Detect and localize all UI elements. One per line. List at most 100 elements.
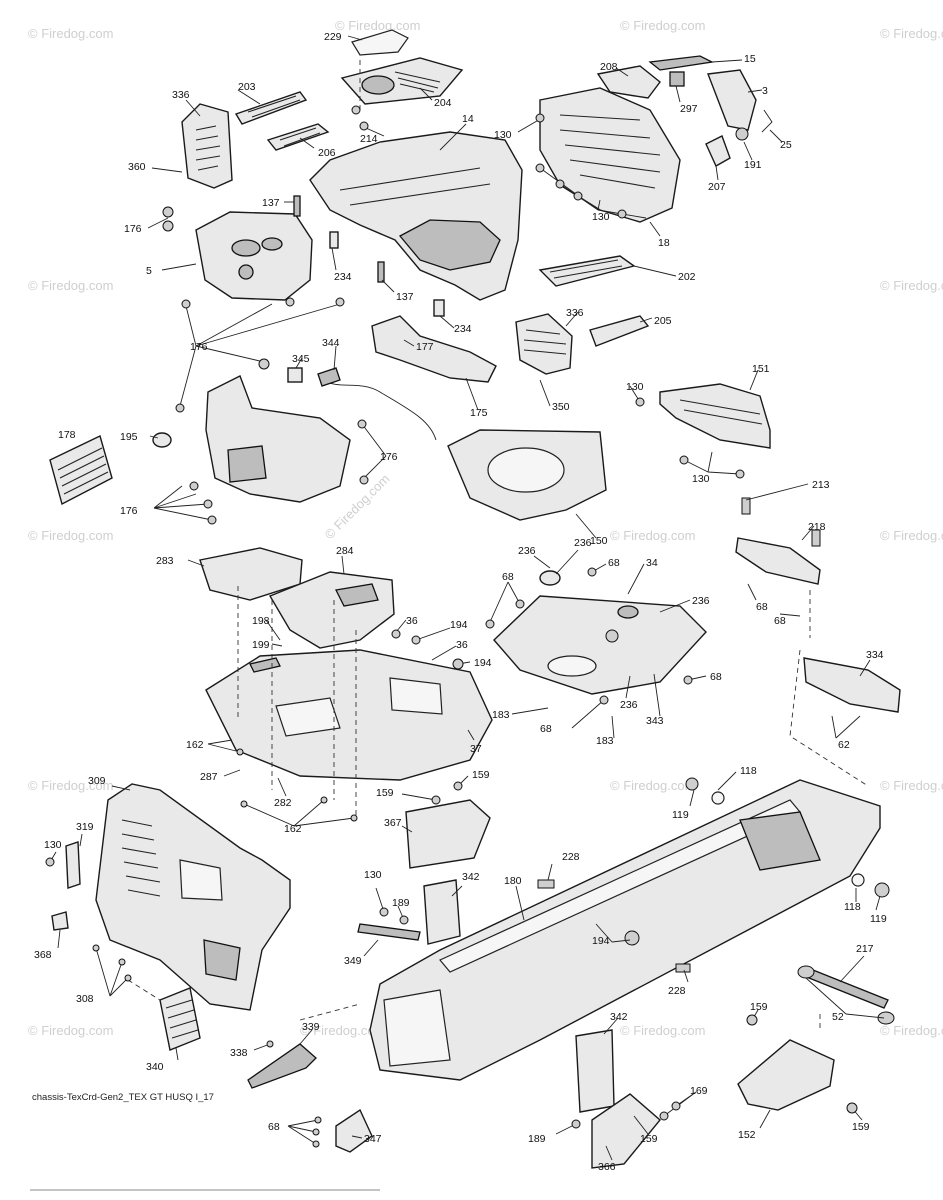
label-68-e: 68	[710, 671, 722, 683]
label-228-b: 228	[668, 985, 686, 997]
label-343: 343	[646, 715, 664, 727]
label-236-a: 236	[518, 545, 536, 557]
label-345: 345	[292, 353, 310, 365]
label-119-b: 119	[870, 913, 887, 925]
label-152: 152	[738, 1129, 756, 1141]
part-18-front-grille	[539, 87, 681, 223]
label-68-b: 68	[774, 615, 786, 627]
part-199-grommet	[249, 657, 281, 673]
part-3-side-panel	[707, 69, 757, 131]
label-68-a: 68	[756, 601, 768, 613]
part-202-lower-grille	[538, 255, 636, 287]
label-336-left: 336	[172, 89, 190, 101]
svg-text:© Firedog.com: © Firedog.com	[610, 528, 695, 543]
label-309: 309	[88, 775, 106, 787]
label-199: 199	[252, 639, 270, 651]
part-5-dash	[195, 211, 313, 301]
label-118-b: 118	[844, 901, 861, 913]
part-191-clip	[735, 127, 749, 141]
part-number-labels: 229 204 203 336 214 206 14 360 137 176 5…	[34, 31, 887, 1173]
part-137-pin-upper	[293, 195, 301, 217]
label-218: 218	[808, 521, 826, 533]
label-34: 34	[646, 557, 658, 569]
label-236-c: 236	[692, 595, 710, 607]
label-350: 350	[552, 401, 570, 413]
label-334: 334	[866, 649, 884, 661]
label-236-d: 236	[620, 699, 638, 711]
label-159-a: 159	[472, 769, 490, 781]
label-159-c: 159	[750, 1001, 768, 1013]
part-217-axle-rod	[797, 965, 895, 1025]
label-206: 206	[318, 147, 336, 159]
part-367-bracket	[405, 799, 491, 869]
part-284-seat-pan	[268, 571, 395, 649]
part-152-cover	[737, 1039, 835, 1111]
label-338: 338	[230, 1047, 248, 1059]
label-176-a: 176	[124, 223, 142, 235]
part-150-engine-plate	[447, 429, 607, 521]
part-368-tab	[51, 911, 69, 931]
svg-text:© Firedog.com: © Firedog.com	[28, 778, 113, 793]
label-159-b: 159	[376, 787, 394, 799]
label-367: 367	[384, 817, 402, 829]
label-194-a: 194	[450, 619, 468, 631]
label-213: 213	[812, 479, 830, 491]
part-151-bracket	[659, 383, 771, 449]
fastener-symbols	[45, 105, 858, 1148]
part-336-side-grille-left	[181, 103, 233, 189]
label-119-a: 119	[672, 809, 689, 821]
label-342-b: 342	[610, 1011, 628, 1023]
part-34-mount-plate	[493, 595, 707, 695]
label-282: 282	[274, 797, 292, 809]
part-229-cover	[351, 29, 409, 56]
label-5: 5	[146, 265, 152, 277]
svg-text:© Firedog.com: © Firedog.com	[880, 528, 943, 543]
svg-text:© Firedog.com: © Firedog.com	[880, 26, 943, 41]
part-204-dash-panel	[340, 57, 464, 105]
label-189-b: 189	[528, 1133, 546, 1145]
part-345-switch	[287, 367, 303, 383]
label-52: 52	[832, 1011, 844, 1023]
label-194-c: 194	[592, 935, 610, 947]
label-195: 195	[120, 431, 138, 443]
label-150: 150	[590, 535, 608, 547]
label-368: 368	[34, 949, 52, 961]
part-208-bracket	[596, 65, 661, 99]
part-349-rod	[357, 923, 421, 941]
label-36-a: 36	[406, 615, 418, 627]
label-347: 347	[364, 1133, 382, 1145]
part-25-clip	[761, 109, 773, 133]
svg-text:© Firedog.com: © Firedog.com	[620, 18, 705, 33]
label-25: 25	[780, 139, 792, 151]
part-175-bracket	[371, 315, 497, 383]
label-189-a: 189	[392, 897, 410, 909]
label-208: 208	[600, 61, 618, 73]
label-198: 198	[252, 615, 270, 627]
part-205-trim	[589, 315, 650, 347]
label-118-a: 118	[740, 765, 757, 777]
drawing-code: chassis-TexCrd-Gen2_TEX GT HUSQ I_17	[32, 1092, 214, 1103]
label-159-d: 159	[852, 1121, 870, 1133]
label-191: 191	[744, 159, 762, 171]
label-234-right: 234	[454, 323, 472, 335]
part-344-cable	[317, 367, 437, 441]
leader-lines	[49, 35, 885, 1161]
label-162-a: 162	[186, 739, 204, 751]
label-176-b: 176	[190, 341, 208, 353]
label-340: 340	[146, 1061, 164, 1073]
part-347-bracket	[335, 1108, 373, 1153]
label-162-b: 162	[284, 823, 302, 835]
label-68-f: 68	[540, 723, 552, 735]
svg-text:© Firedog.com: © Firedog.com	[880, 1023, 943, 1038]
part-234-tab-left	[329, 231, 339, 249]
part-228-bolt-upper	[537, 879, 555, 889]
part-206-mat	[266, 123, 330, 151]
label-202: 202	[678, 271, 696, 283]
label-175: 175	[470, 407, 488, 419]
label-287: 287	[200, 771, 218, 783]
part-207-headlight	[705, 135, 731, 167]
label-342-a: 342	[462, 871, 480, 883]
label-297: 297	[680, 103, 698, 115]
